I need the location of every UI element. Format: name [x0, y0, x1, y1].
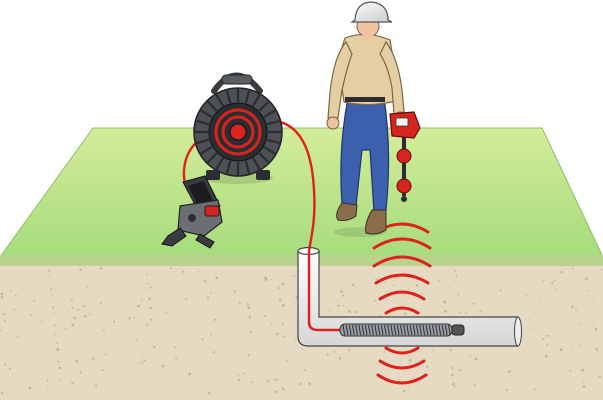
- grass-surface: [0, 128, 603, 257]
- pipe-end: [515, 317, 522, 346]
